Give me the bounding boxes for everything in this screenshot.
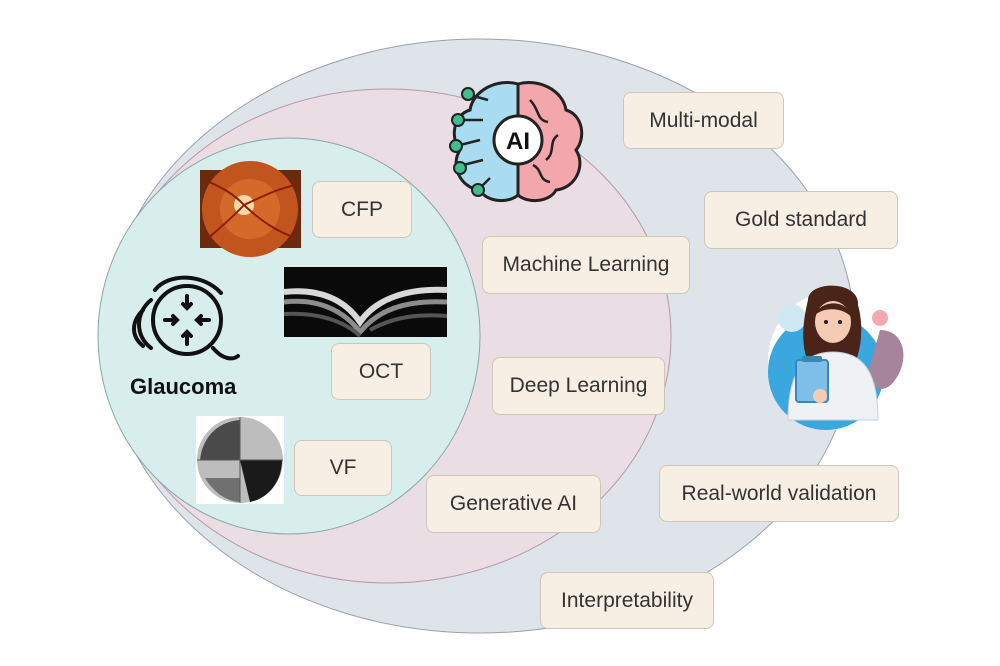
box-gold-standard: Gold standard <box>704 191 898 249</box>
visual-field-map <box>196 416 284 504</box>
box-machine-learning: Machine Learning <box>482 236 690 294</box>
oct-scan <box>283 267 448 338</box>
glaucoma-label: Glaucoma <box>130 374 237 399</box>
box-vf: VF <box>294 440 392 496</box>
fundus-photo <box>200 161 301 257</box>
ai-brain-icon: AI <box>449 81 584 203</box>
box-interpretability: Interpretability <box>540 572 714 629</box>
label-cfp: CFP <box>341 197 383 221</box>
label-oct: OCT <box>358 359 404 383</box>
label-generative-ai: Generative AI <box>449 492 578 515</box>
box-cfp: CFP <box>312 181 412 238</box>
eye-glaucoma-icon <box>132 275 240 361</box>
box-real-world-validation: Real-world validation <box>659 465 899 522</box>
clinician-illustration <box>768 285 908 430</box>
label-multi-modal: Multi-modal <box>649 108 758 132</box>
box-generative-ai: Generative AI <box>426 475 601 533</box>
label-vf: VF <box>329 456 357 479</box>
box-oct: OCT <box>331 343 431 400</box>
label-deep-learning: Deep Learning <box>509 374 648 397</box>
label-interpretability: Interpretability <box>561 588 693 612</box>
box-deep-learning: Deep Learning <box>492 357 665 415</box>
label-gold-standard: Gold standard <box>735 208 867 231</box>
ai-icon-text: AI <box>506 128 530 155</box>
box-multi-modal: Multi-modal <box>623 92 784 149</box>
label-real-world-validation: Real-world validation <box>681 481 877 505</box>
label-machine-learning: Machine Learning <box>502 253 670 276</box>
